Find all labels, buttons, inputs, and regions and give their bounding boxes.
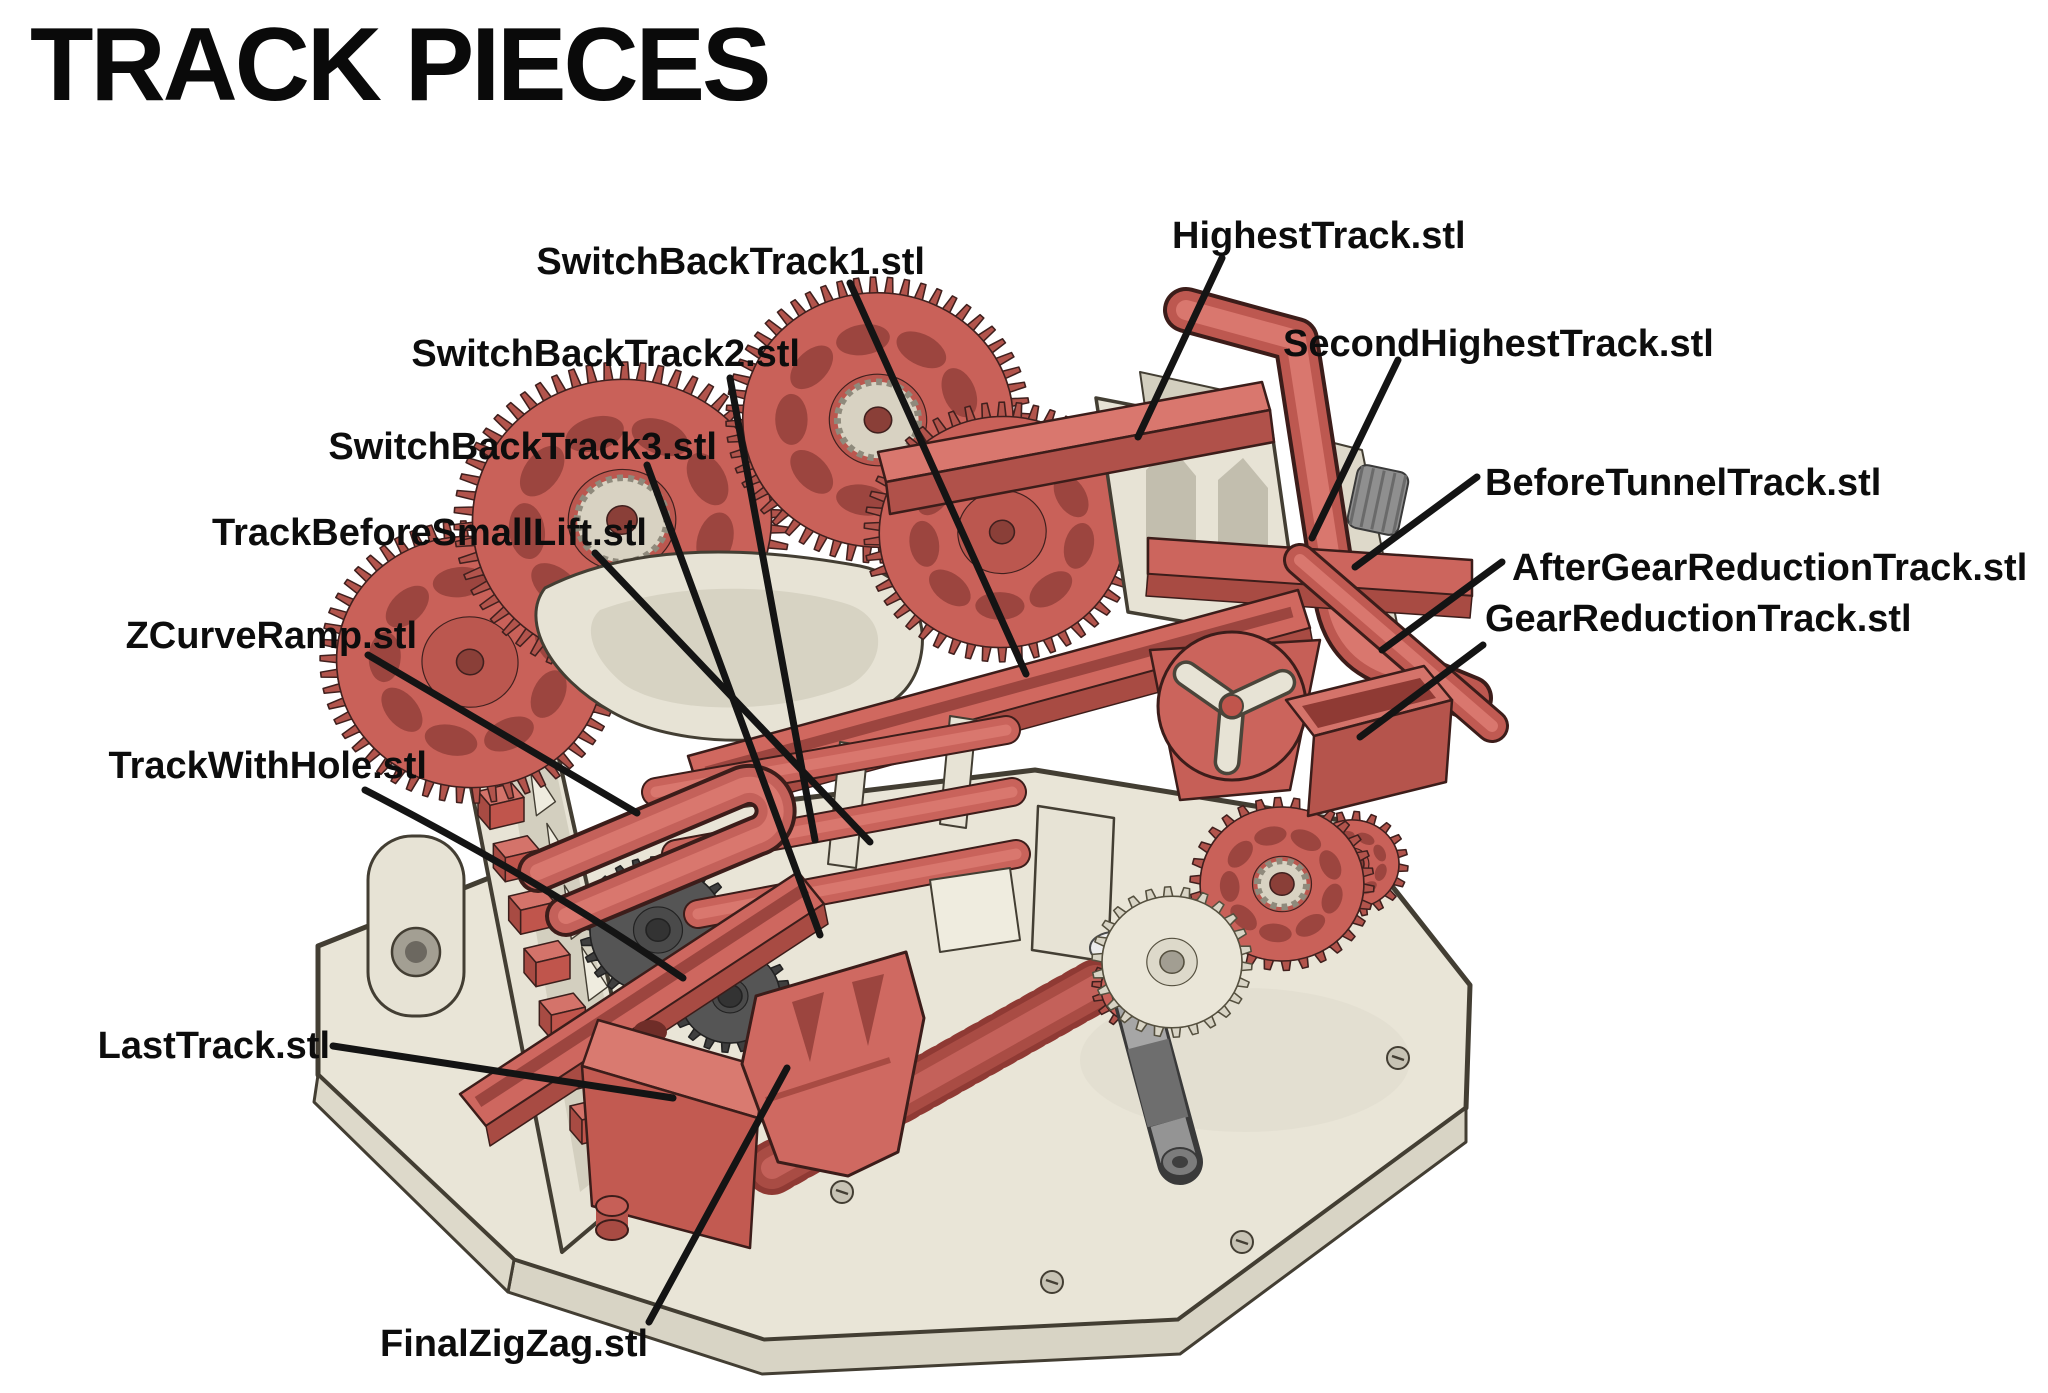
leader-line-switchbacktrack2 xyxy=(726,374,819,844)
label-trackbeforesmalllift: TrackBeforeSmallLift.stl xyxy=(212,512,647,554)
leader-line-zcurveramp xyxy=(364,651,641,817)
label-aftergearreductiontrack: AfterGearReductionTrack.stl xyxy=(1512,547,2027,589)
leader-line-aftergearreductiontrack xyxy=(1378,558,1506,654)
label-finalzigzag: FinalZigZag.stl xyxy=(380,1323,648,1365)
leader-line-gearreductiontrack xyxy=(1356,641,1487,741)
leader-lines xyxy=(329,254,1506,1326)
leader-line-beforetunneltrack xyxy=(1351,473,1481,571)
label-switchbacktrack1: SwitchBackTrack1.stl xyxy=(536,241,925,283)
leader-line-trackwithhole xyxy=(361,786,687,982)
label-gearreductiontrack: GearReductionTrack.stl xyxy=(1485,598,1912,640)
label-highesttrack: HighestTrack.stl xyxy=(1172,215,1466,257)
label-trackwithhole: TrackWithHole.stl xyxy=(108,745,427,787)
label-lasttrack: LastTrack.stl xyxy=(98,1025,330,1067)
leader-line-highesttrack xyxy=(1134,254,1226,441)
leader-line-finalzigzag xyxy=(645,1064,791,1326)
label-zcurveramp: ZCurveRamp.stl xyxy=(126,615,417,657)
leader-line-switchbacktrack1 xyxy=(846,279,1030,678)
leader-line-secondhighesttrack xyxy=(1308,356,1402,542)
leader-line-lasttrack xyxy=(329,1042,677,1102)
label-beforetunneltrack: BeforeTunnelTrack.stl xyxy=(1485,462,1881,504)
label-switchbacktrack2: SwitchBackTrack2.stl xyxy=(411,333,800,375)
page-title: TRACK PIECES xyxy=(30,7,768,123)
label-switchbacktrack3: SwitchBackTrack3.stl xyxy=(328,426,717,468)
part-labels: SwitchBackTrack1.stlSwitchBackTrack2.stl… xyxy=(98,215,2028,1365)
leader-line-trackbeforesmalllift xyxy=(591,549,874,846)
label-secondhighesttrack: SecondHighestTrack.stl xyxy=(1283,323,1714,365)
